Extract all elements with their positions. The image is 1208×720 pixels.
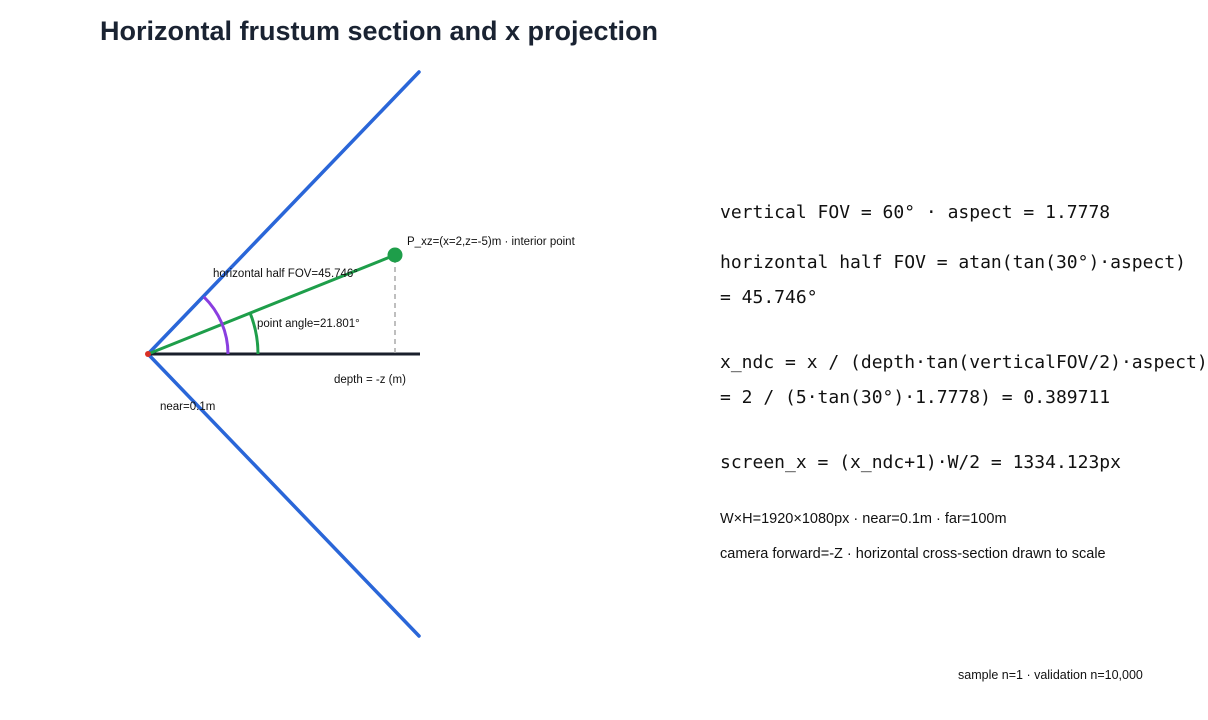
equation-screen-x: screen_x = (x_ndc+1)·W/2 = 1334.123px [720,452,1121,473]
equation-fov-aspect: vertical FOV = 60° · aspect = 1.7778 [720,202,1111,223]
point-marker [387,247,403,263]
near-plane-marker [145,351,151,357]
point-ray [146,253,397,356]
equation-half-fov: horizontal half FOV = atan(tan(30°)·aspe… [720,252,1186,273]
equation-half-fov-result: = 45.746° [720,287,818,308]
page-title: Horizontal frustum section and x project… [100,16,659,46]
frustum-lower-edge [146,352,421,638]
note-camera: camera forward=-Z · horizontal cross-sec… [720,546,1106,562]
equation-x-ndc: x_ndc = x / (depth·tan(verticalFOV/2)·as… [720,352,1208,373]
point-angle-arc [248,312,260,355]
note-resolution: W×H=1920×1080px · near=0.1m · far=100m [720,511,1007,527]
near-label: near=0.1m [160,401,215,413]
sample-footer: sample n=1 · validation n=10,000 [958,668,1143,682]
point-angle-label: point angle=21.801° [257,318,360,330]
half-fov-label: horizontal half FOV=45.746° [213,268,358,280]
frustum-upper-edge [146,70,421,356]
point-label: P_xz=(x=2,z=-5)m · interior point [407,236,576,248]
equation-x-ndc-result: = 2 / (5·tan(30°)·1.7778) = 0.389711 [720,387,1111,408]
depth-axis-label: depth = -z (m) [334,374,406,386]
half-fov-arc [202,295,230,355]
